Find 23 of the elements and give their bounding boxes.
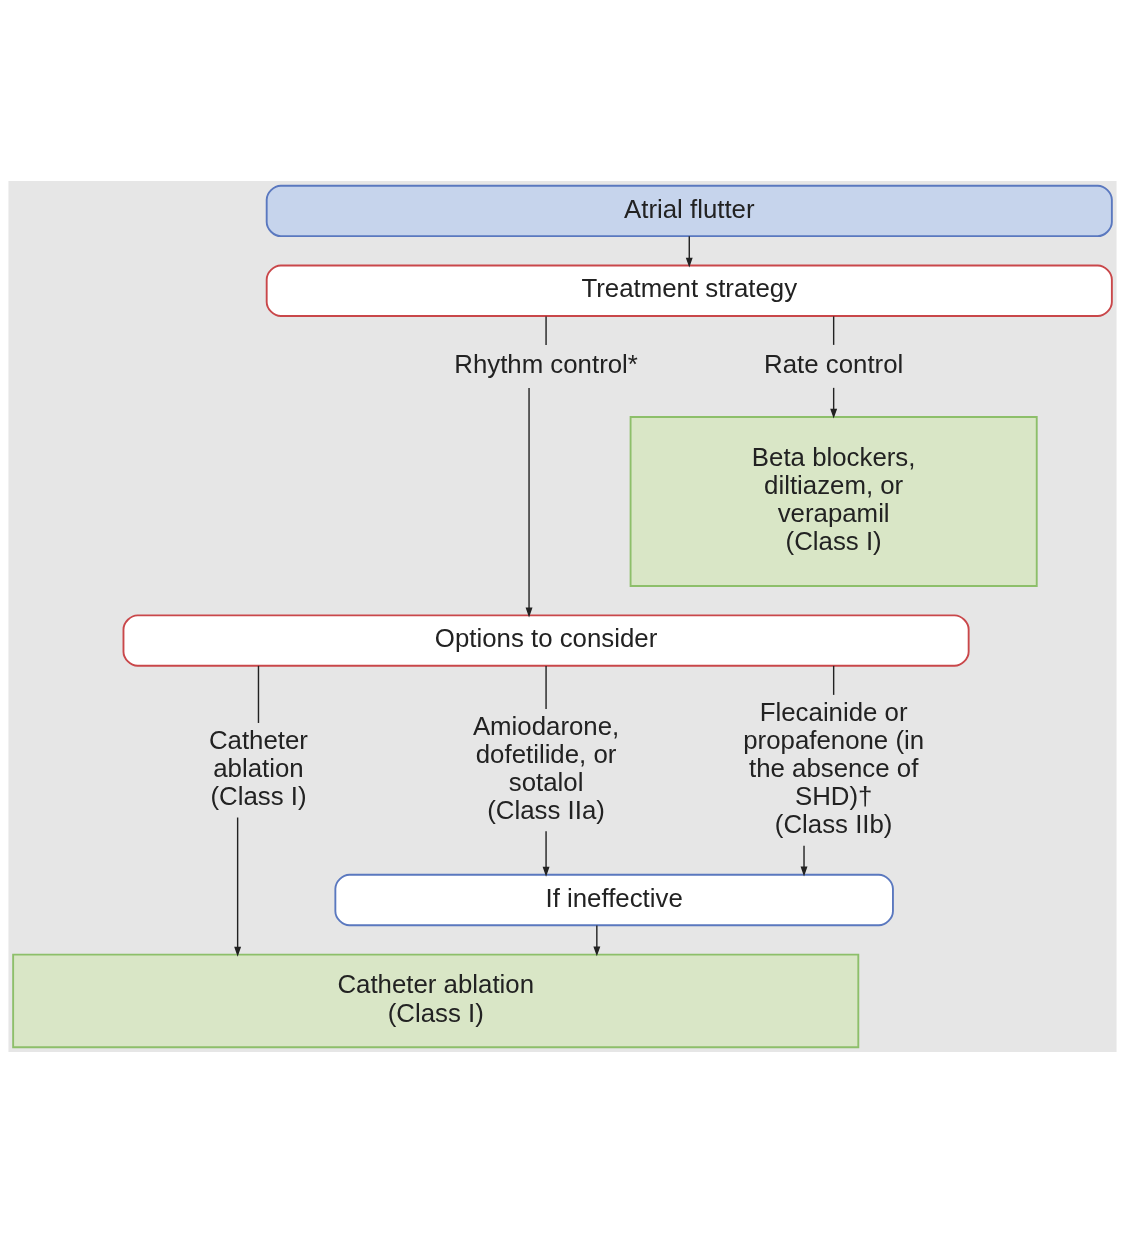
arrow xyxy=(830,387,838,419)
node-box: Atrial flutter xyxy=(265,184,1113,238)
node-box: Beta blockers, diltiazem, or verapamil (Class I) xyxy=(629,416,1038,587)
connector xyxy=(257,665,260,724)
node-text: Rhythm control* xyxy=(454,350,638,379)
connector xyxy=(545,665,547,710)
node-box: Treatment strategy xyxy=(265,264,1113,317)
connector xyxy=(832,315,835,346)
node-text: Rate control xyxy=(764,350,904,379)
arrow xyxy=(542,830,550,877)
node-box: If ineffective xyxy=(334,873,894,927)
node-text: Catheter ablation (Class I) xyxy=(208,725,308,811)
arrow xyxy=(234,816,242,957)
node-text: Flecainide or propafenone (in the absence of SHD)† (Class IIb) xyxy=(743,697,925,839)
connector xyxy=(832,665,835,696)
connector xyxy=(545,315,547,346)
node-box: Options to consider xyxy=(122,614,970,667)
node-text: Amiodarone, dofetilide, or sotalol (Class IIa) xyxy=(472,711,620,825)
node-box: Catheter ablation (Class I) xyxy=(12,953,860,1049)
arrow xyxy=(593,924,601,957)
arrow xyxy=(525,387,533,618)
arrow xyxy=(800,845,808,877)
arrow xyxy=(685,235,693,268)
